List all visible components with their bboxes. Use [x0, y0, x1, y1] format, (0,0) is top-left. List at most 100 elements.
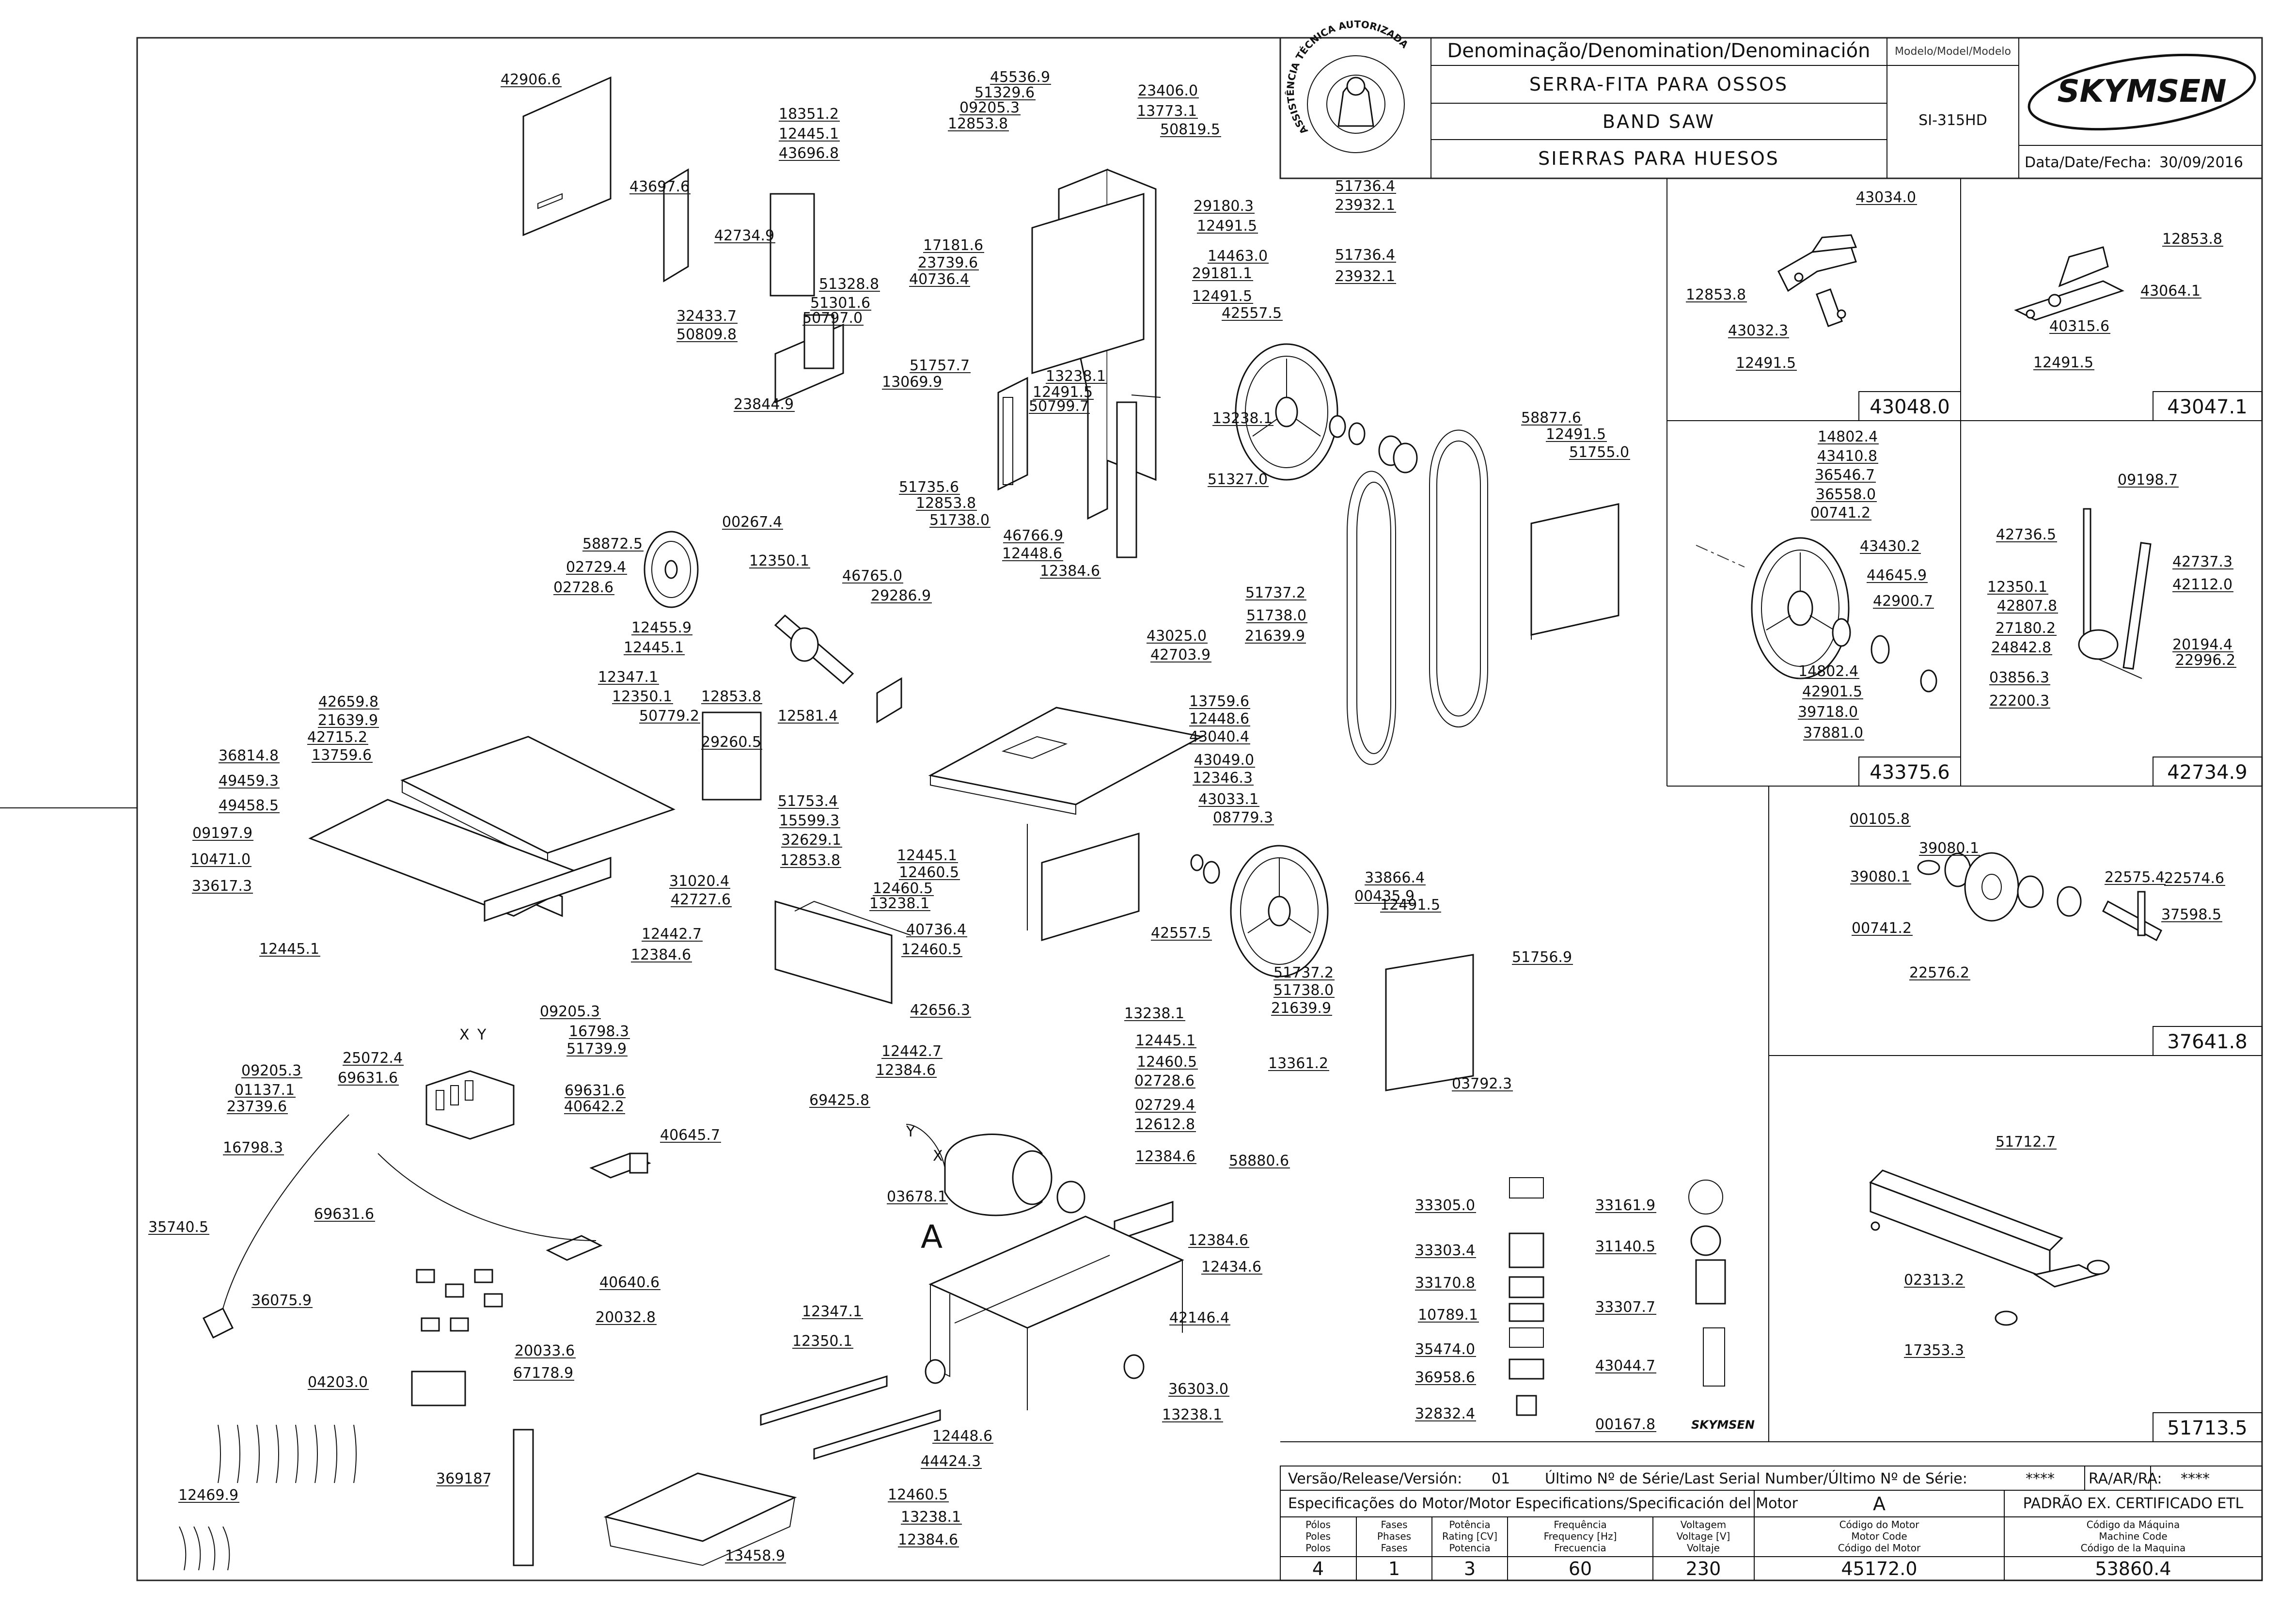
panel-42734-id: 42734.9 — [2167, 761, 2247, 784]
title-block: ASSISTÊNCIA TÉCNICA AUTORIZADA Denominaç… — [1279, 18, 2263, 179]
arrow-x: X — [933, 1148, 943, 1165]
lower-wheel — [1190, 845, 1329, 978]
part-callout: 13759.6 — [1189, 693, 1249, 710]
version-label: Versão/Release/Versión: — [1288, 1470, 1462, 1487]
panel-callout: 51712.7 — [1996, 1134, 2056, 1151]
decal-panel: SKYMSEN — [1509, 1177, 1755, 1432]
ra-label: RA/AR/RA: — [2089, 1470, 2162, 1487]
part-callout: 12347.1 — [802, 1303, 862, 1320]
spec-value: 4 — [1312, 1558, 1324, 1579]
motor-spec-table: Especificações do Motor/Motor Especifica… — [1280, 1490, 2263, 1581]
part-callout: 09205.3 — [959, 99, 1020, 116]
panel-callout: 40315.6 — [2049, 318, 2109, 335]
part-callout: 21639.9 — [318, 712, 378, 729]
decal-callout: 32832.4 — [1415, 1405, 1475, 1422]
spec-header: Código del Motor — [1838, 1542, 1921, 1554]
part-callout: 51738.0 — [1246, 607, 1306, 624]
spec-header: Potência — [1449, 1519, 1490, 1530]
collection-tray — [603, 1472, 797, 1566]
part-callout: 13238.1 — [1212, 410, 1273, 427]
release-row: Versão/Release/Versión: 01 Último Nº de … — [1280, 1466, 2263, 1491]
panel-callout: 39080.1 — [1919, 840, 1979, 857]
panel-callout: 39718.0 — [1798, 704, 1858, 721]
part-callout: 13238.1 — [1162, 1406, 1222, 1423]
table-guides — [308, 711, 762, 922]
part-callout: 58877.6 — [1521, 410, 1581, 426]
panel-grid — [1280, 178, 2263, 1442]
part-callout: 09205.3 — [241, 1062, 301, 1079]
pulley-assembly — [644, 531, 902, 724]
connectors — [411, 1269, 503, 1406]
part-callout: 33866.4 — [1365, 869, 1425, 886]
part-callout: 21639.9 — [1271, 1000, 1331, 1017]
part-callout: 12445.1 — [897, 847, 957, 864]
part-callout: 15599.3 — [779, 812, 839, 829]
part-callout: 46765.0 — [842, 568, 902, 584]
part-callout: 12350.1 — [749, 552, 809, 569]
spec-header: Voltage [V] — [1677, 1530, 1730, 1542]
panel-callout: 17353.3 — [1904, 1342, 1964, 1359]
part-callout: 51756.9 — [1512, 949, 1572, 966]
spec-value: 45172.0 — [1841, 1558, 1917, 1579]
part-callout: 51737.2 — [1273, 964, 1334, 981]
denomination-label: Denominação/Denomination/Denominación — [1447, 40, 1870, 62]
panel-callout: 43430.2 — [1860, 538, 1920, 555]
part-callout: 23739.6 — [227, 1098, 287, 1115]
spec-value: 3 — [1464, 1558, 1476, 1579]
part-callout: 51737.2 — [1245, 584, 1305, 601]
decal-callout: 33170.8 — [1415, 1275, 1475, 1292]
panel-43375-drawing — [1696, 537, 1937, 693]
part-callout: 49458.5 — [219, 797, 279, 814]
part-callout: 50779.2 — [639, 708, 699, 725]
panel-43047-id: 43047.1 — [2167, 396, 2247, 418]
spec-value: 230 — [1686, 1558, 1721, 1579]
panel-37641-id: 37641.8 — [2167, 1031, 2247, 1053]
part-callout: 13759.6 — [312, 747, 372, 764]
panel-callout: 27180.2 — [1996, 620, 2056, 637]
part-callout: 13238.1 — [1124, 1005, 1184, 1022]
spec-header: Fases — [1381, 1542, 1407, 1554]
part-callout: 20033.6 — [515, 1342, 575, 1359]
part-callout: 42734.9 — [714, 227, 774, 244]
spec-header: Frequency [Hz] — [1544, 1530, 1617, 1542]
part-callout: 02728.6 — [553, 579, 613, 596]
panel-callout: 42900.7 — [1873, 593, 1933, 610]
door-right — [1530, 503, 1619, 640]
motor-spec-title: Especificações do Motor/Motor Especifica… — [1288, 1495, 1798, 1512]
panel-callout: 42737.3 — [2172, 553, 2232, 570]
part-callout: 12384.6 — [1188, 1232, 1248, 1249]
part-callout: 12442.7 — [642, 926, 702, 943]
panel-callout: 14802.4 — [1818, 428, 1878, 445]
part-callout: 32629.1 — [781, 832, 841, 849]
panel-callout: 37598.5 — [2161, 906, 2221, 923]
part-callout: 50797.0 — [802, 310, 863, 327]
part-callout: 13238.1 — [901, 1509, 961, 1526]
switch-housing — [546, 1152, 651, 1261]
panel-callout: 36546.7 — [1815, 467, 1875, 484]
panel-callout: 43064.1 — [2140, 283, 2201, 300]
part-callout: 69631.6 — [314, 1206, 374, 1223]
part-callout: 23739.6 — [918, 254, 978, 271]
part-callout: 43697.6 — [629, 178, 690, 195]
part-callout: 13238.1 — [1046, 368, 1106, 385]
part-callout: 13773.1 — [1137, 103, 1197, 120]
panel-callout: 00105.8 — [1850, 811, 1910, 828]
part-callout: 12448.6 — [1002, 545, 1062, 562]
wire-label-y: Y — [477, 1026, 487, 1043]
panel-callout: 43034.0 — [1856, 189, 1916, 206]
spec-header: Código de la Maquina — [2081, 1542, 2186, 1554]
part-callout: 51753.4 — [778, 793, 838, 810]
spec-header: Machine Code — [2099, 1530, 2167, 1542]
part-callout: 67178.9 — [513, 1365, 573, 1382]
part-callout: 12581.4 — [778, 708, 838, 725]
part-callout: 42656.3 — [910, 1002, 970, 1019]
part-callout: 42146.4 — [1169, 1309, 1229, 1326]
part-callout: 44424.3 — [921, 1453, 981, 1470]
part-callout: 25072.4 — [343, 1050, 403, 1067]
part-callout: 36814.8 — [219, 747, 279, 764]
part-callout: 18351.2 — [779, 106, 839, 123]
spec-header: Pólos — [1305, 1519, 1331, 1530]
spec-header: Código do Motor — [1839, 1519, 1920, 1530]
part-callout: 12445.1 — [779, 126, 839, 142]
spec-header: Rating [CV] — [1442, 1530, 1497, 1542]
